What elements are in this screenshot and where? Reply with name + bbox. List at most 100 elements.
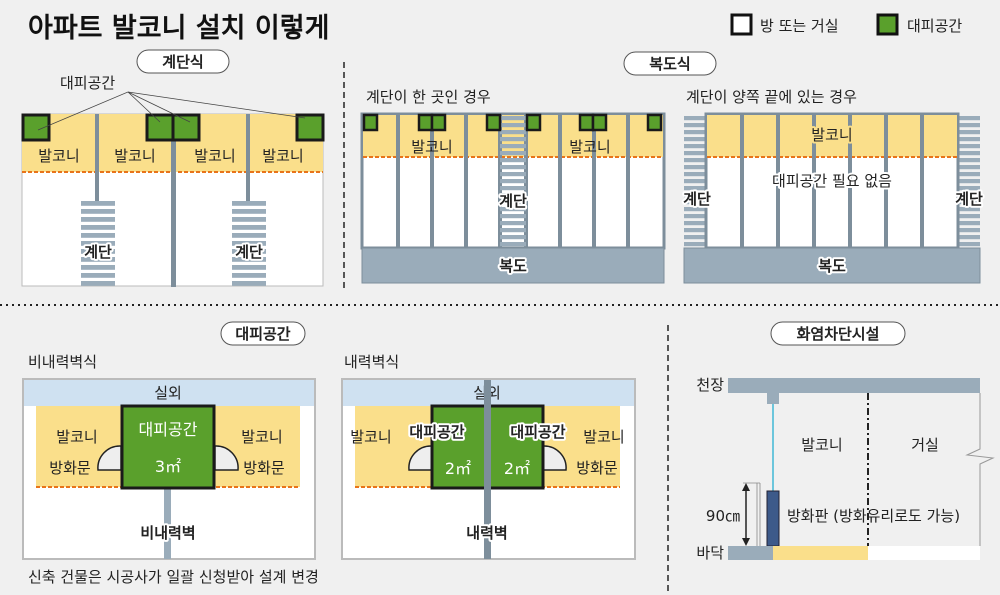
shelter-leader-lines [37,91,306,131]
balcony-label: 발코니 [801,436,842,454]
stair-step [81,241,115,246]
stair-step [958,200,980,205]
shelter-square [362,113,379,132]
panel-hanger [767,393,779,404]
floor-label: 바닥 [696,544,724,562]
wall [396,114,400,248]
walls [740,114,924,248]
stair-step [958,165,980,170]
balcony-label: 발코니 [350,428,391,446]
shelter-square [578,113,595,132]
shelter-label: 대피공간 [510,423,565,441]
fire-door-label: 방화문 [576,459,618,477]
stair-step [684,151,706,156]
section-heading: 비내력벽식 [28,353,97,371]
shelter-square [430,113,447,132]
stair-step [684,242,706,247]
break-line [965,393,995,546]
shelter-label: 대피공간 [409,423,464,441]
stair-step [958,116,980,121]
shelter-square [591,113,608,132]
staircase [684,116,706,247]
section-heading: 내력벽식 [344,353,399,371]
stair-step [500,172,526,177]
stair-step [958,130,980,135]
stair-step [232,249,266,254]
non-bearing-wall [164,488,171,559]
staircase [500,116,526,247]
corridor [683,247,981,284]
corridor-one-stair-diagram: 계단이 한 곳인 경우 발코니 발코니 계단 복도 [360,88,666,284]
height-label: 90㎝ [706,507,740,525]
shelter-area: 3㎡ [155,457,181,476]
corridor [361,247,665,284]
stair-step [232,225,266,230]
stair-step [684,123,706,128]
pill-corridor-type: 복도식 [623,51,717,76]
stair-step [232,265,266,270]
balcony-label: 발코니 [194,147,235,165]
stair-label: 계단 [84,243,112,261]
stair-step [958,242,980,247]
stair-step [500,151,526,156]
stair-step [232,217,266,222]
stair-step [500,116,526,121]
staircase [232,201,266,286]
wall [848,114,852,248]
pill-fire-barrier: 화염차단시설 [770,321,906,346]
wall [812,114,816,248]
stair-step [958,144,980,149]
stair-step [958,228,980,233]
balcony-label: 발코니 [241,428,282,446]
stair-type-diagram: 대피공간 발코니 발코니 발코니 발코니 계단 계단 [21,74,325,287]
wall [464,114,468,248]
pill-fire-barrier-label: 화염차단시설 [797,325,880,343]
shelter-squares [362,113,663,132]
pill-stair-type-label: 계단식 [162,53,203,71]
stair-step [958,179,980,184]
stair-step [684,165,706,170]
stair-step [500,137,526,142]
wall [884,114,888,248]
stair-label: 계단 [235,243,263,261]
living-room-label: 거실 [911,436,939,454]
living-room-floor [868,546,980,560]
shelter-area: 2㎡ [504,459,530,478]
stair-step [684,186,706,191]
stair-step [958,137,980,142]
shelter-square [295,113,325,142]
stair-step [81,281,115,286]
stair-step [684,228,706,233]
fire-door-label: 방화문 [49,459,91,477]
stair-step [81,257,115,262]
fire-door-label: 방화문 [243,459,285,477]
stair-step [958,172,980,177]
balcony-label: 발코니 [262,147,303,165]
pill-shelter-label: 대피공간 [235,325,290,343]
fire-door-icon [542,445,567,471]
legend-room-swatch [730,13,753,36]
stair-step [958,207,980,212]
wall [171,114,176,287]
stair-step [684,172,706,177]
outdoor-zone [24,380,314,406]
shelter-square [145,113,175,142]
stair-step [81,225,115,230]
balcony-zone [707,115,957,157]
shelter-square [171,113,201,142]
stair-step [958,235,980,240]
corridor-label: 복도 [499,257,527,275]
stair-step [232,209,266,214]
fire-door-icon [97,445,122,471]
stair-step [958,221,980,226]
stair-step [232,233,266,238]
pill-stair-type: 계단식 [136,49,230,74]
stair-step [684,193,706,198]
stair-step [500,200,526,205]
stair-step [958,186,980,191]
stair-label: 계단 [499,192,527,210]
legend-shelter-label: 대피공간 [907,17,962,35]
balcony-zone [363,115,663,157]
corridor-two-stairs-diagram: 계단이 양쪽 끝에 있는 경우 발코니 대피공간 필요 없음 계단 계단 복도 [681,88,985,284]
stair-step [81,273,115,278]
